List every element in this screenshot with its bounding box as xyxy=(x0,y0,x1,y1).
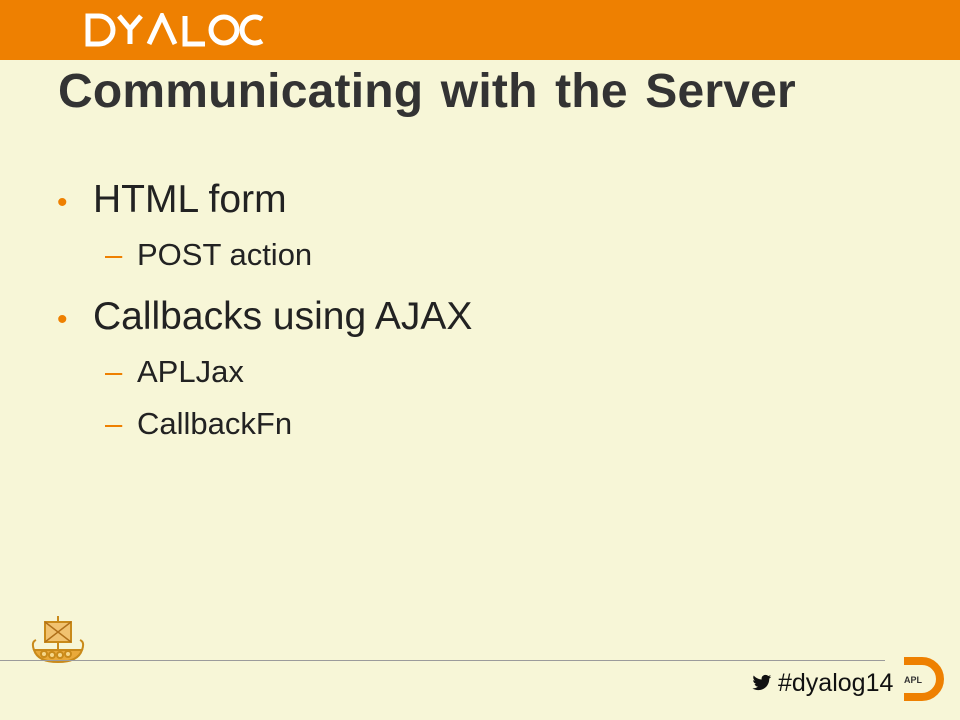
dyalog-apl-logo-icon: APL xyxy=(904,657,944,701)
sub-bullet-marker: – xyxy=(105,237,123,272)
sub-bullet-item: – POST action xyxy=(105,237,312,273)
header-bar xyxy=(0,0,960,60)
dyalog-wordmark-icon xyxy=(85,13,264,47)
viking-ship-icon xyxy=(31,616,85,664)
hashtag-text: #dyalog14 xyxy=(778,668,894,697)
sub-bullet-text: POST action xyxy=(137,237,313,272)
slide-title: Communicating with the Server xyxy=(58,65,796,118)
bullet-item: • HTML form xyxy=(57,178,287,222)
bullet-marker: • xyxy=(57,186,68,219)
bullet-text: Callbacks using AJAX xyxy=(93,295,473,338)
twitter-bird-icon xyxy=(752,674,772,691)
sub-bullet-text: APLJax xyxy=(137,354,244,389)
sub-bullet-item: – CallbackFn xyxy=(105,406,292,442)
sub-bullet-marker: – xyxy=(105,406,123,441)
sub-bullet-marker: – xyxy=(105,354,123,389)
bullet-marker: • xyxy=(57,303,68,336)
sub-bullet-item: – APLJax xyxy=(105,354,244,390)
bullet-text: HTML form xyxy=(93,178,287,221)
apl-label: APL xyxy=(904,675,923,685)
footer-divider xyxy=(0,660,885,661)
bullet-item: • Callbacks using AJAX xyxy=(57,295,472,339)
sub-bullet-text: CallbackFn xyxy=(137,406,293,441)
twitter-hashtag: #dyalog14 xyxy=(752,668,893,698)
